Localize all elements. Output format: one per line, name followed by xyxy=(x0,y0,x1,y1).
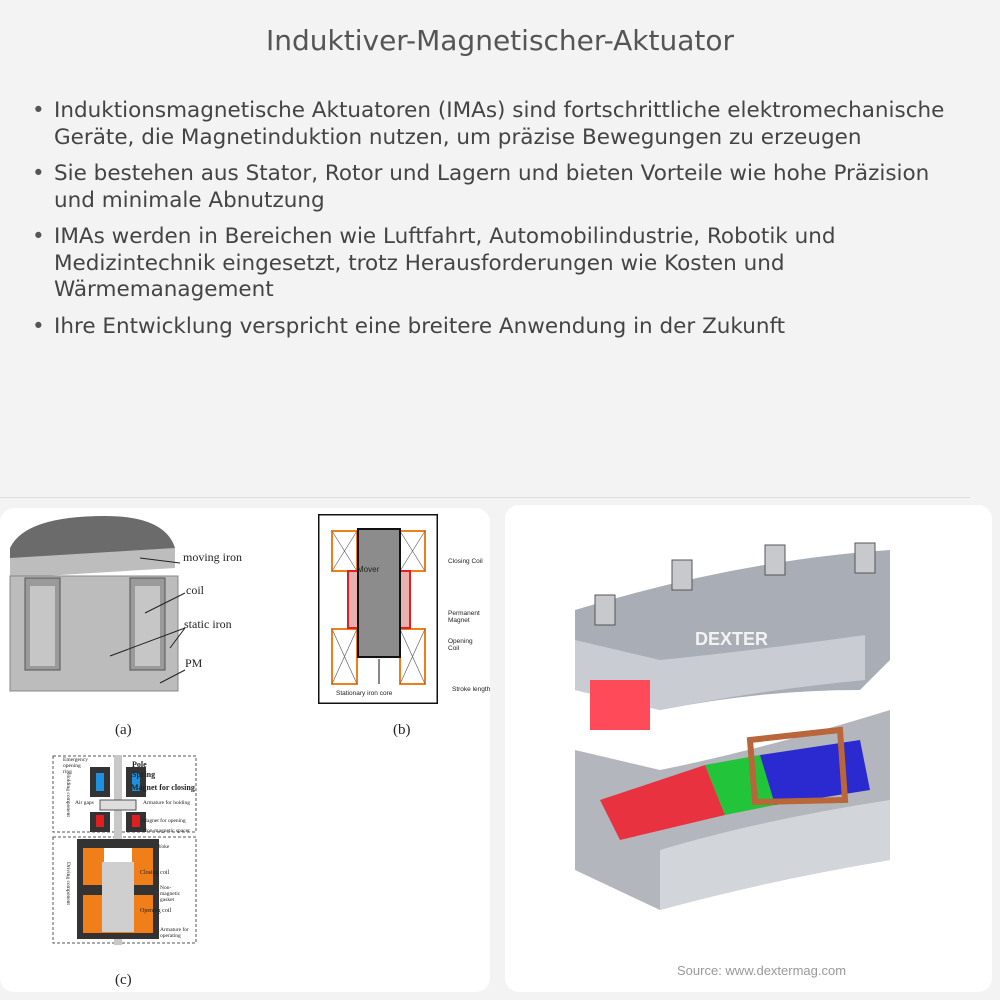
caption-b: (b) xyxy=(393,722,411,738)
label-closing-coil: Closing Coil xyxy=(448,558,483,565)
actuator-photo: DEXTER xyxy=(575,542,890,910)
label-stroke-length: Stroke length xyxy=(452,686,491,693)
source-credit: Source: www.dextermag.com xyxy=(677,963,847,978)
label-driving-component: Driving component xyxy=(65,862,71,905)
label-non-magnetic-spacer: Non-magnetic spacer xyxy=(143,828,190,834)
label-opening-coil-c: Opening coil xyxy=(140,908,172,914)
page-title: Induktiver-Magnetischer-Aktuator xyxy=(266,24,734,57)
label-stationary-iron-core: Stationary iron core xyxy=(336,690,393,697)
label-holding-component: Holding component xyxy=(65,773,71,817)
label-armature-operating: Armature for operating xyxy=(160,927,189,939)
label-moving-iron: moving iron xyxy=(183,550,242,564)
label-non-magnetic-gasket: Non-magnetic gasket xyxy=(160,885,181,903)
label-magnet-closing: Magnet for closing xyxy=(131,783,195,792)
label-pole: Pole xyxy=(132,760,147,769)
label-opening-coil: Opening Coil xyxy=(448,638,473,652)
bullet-item: Sie bestehen aus Stator, Rotor und Lager… xyxy=(30,161,970,214)
label-permanent-magnet: Permanent Magnet xyxy=(448,610,480,624)
label-pm: PM xyxy=(185,656,203,670)
label-magnet-opening: Magnet for opening xyxy=(142,818,186,824)
bullet-list: Induktionsmagnetische Aktuatoren (IMAs) … xyxy=(30,98,970,350)
label-emergency-opening-ring: Emergency opening ring xyxy=(63,757,88,775)
figure-b-diagram xyxy=(318,514,438,704)
divider xyxy=(0,497,970,498)
label-closing-coil-c: Closing coil xyxy=(140,870,170,876)
label-coil: coil xyxy=(186,583,204,597)
bullet-item: Induktionsmagnetische Aktuatoren (IMAs) … xyxy=(30,98,970,151)
figure-c-diagram xyxy=(52,755,197,945)
label-yoke: Yoke xyxy=(158,844,170,850)
label-armature-holding: Armature for holding xyxy=(143,800,191,806)
caption-c: (c) xyxy=(115,972,132,988)
bullet-item: IMAs werden in Bereichen wie Luftfahrt, … xyxy=(30,224,970,304)
caption-a: (a) xyxy=(115,722,132,738)
label-static-iron: static iron xyxy=(184,617,232,631)
bullet-item: Ihre Entwicklung verspricht eine breiter… xyxy=(30,314,970,341)
label-air-gaps: Air gaps xyxy=(75,800,94,806)
label-mover: Mover xyxy=(357,565,380,574)
label-spring: Spring xyxy=(132,770,156,779)
figure-a-diagram xyxy=(9,516,186,692)
dexter-logo: DEXTER xyxy=(695,629,768,649)
